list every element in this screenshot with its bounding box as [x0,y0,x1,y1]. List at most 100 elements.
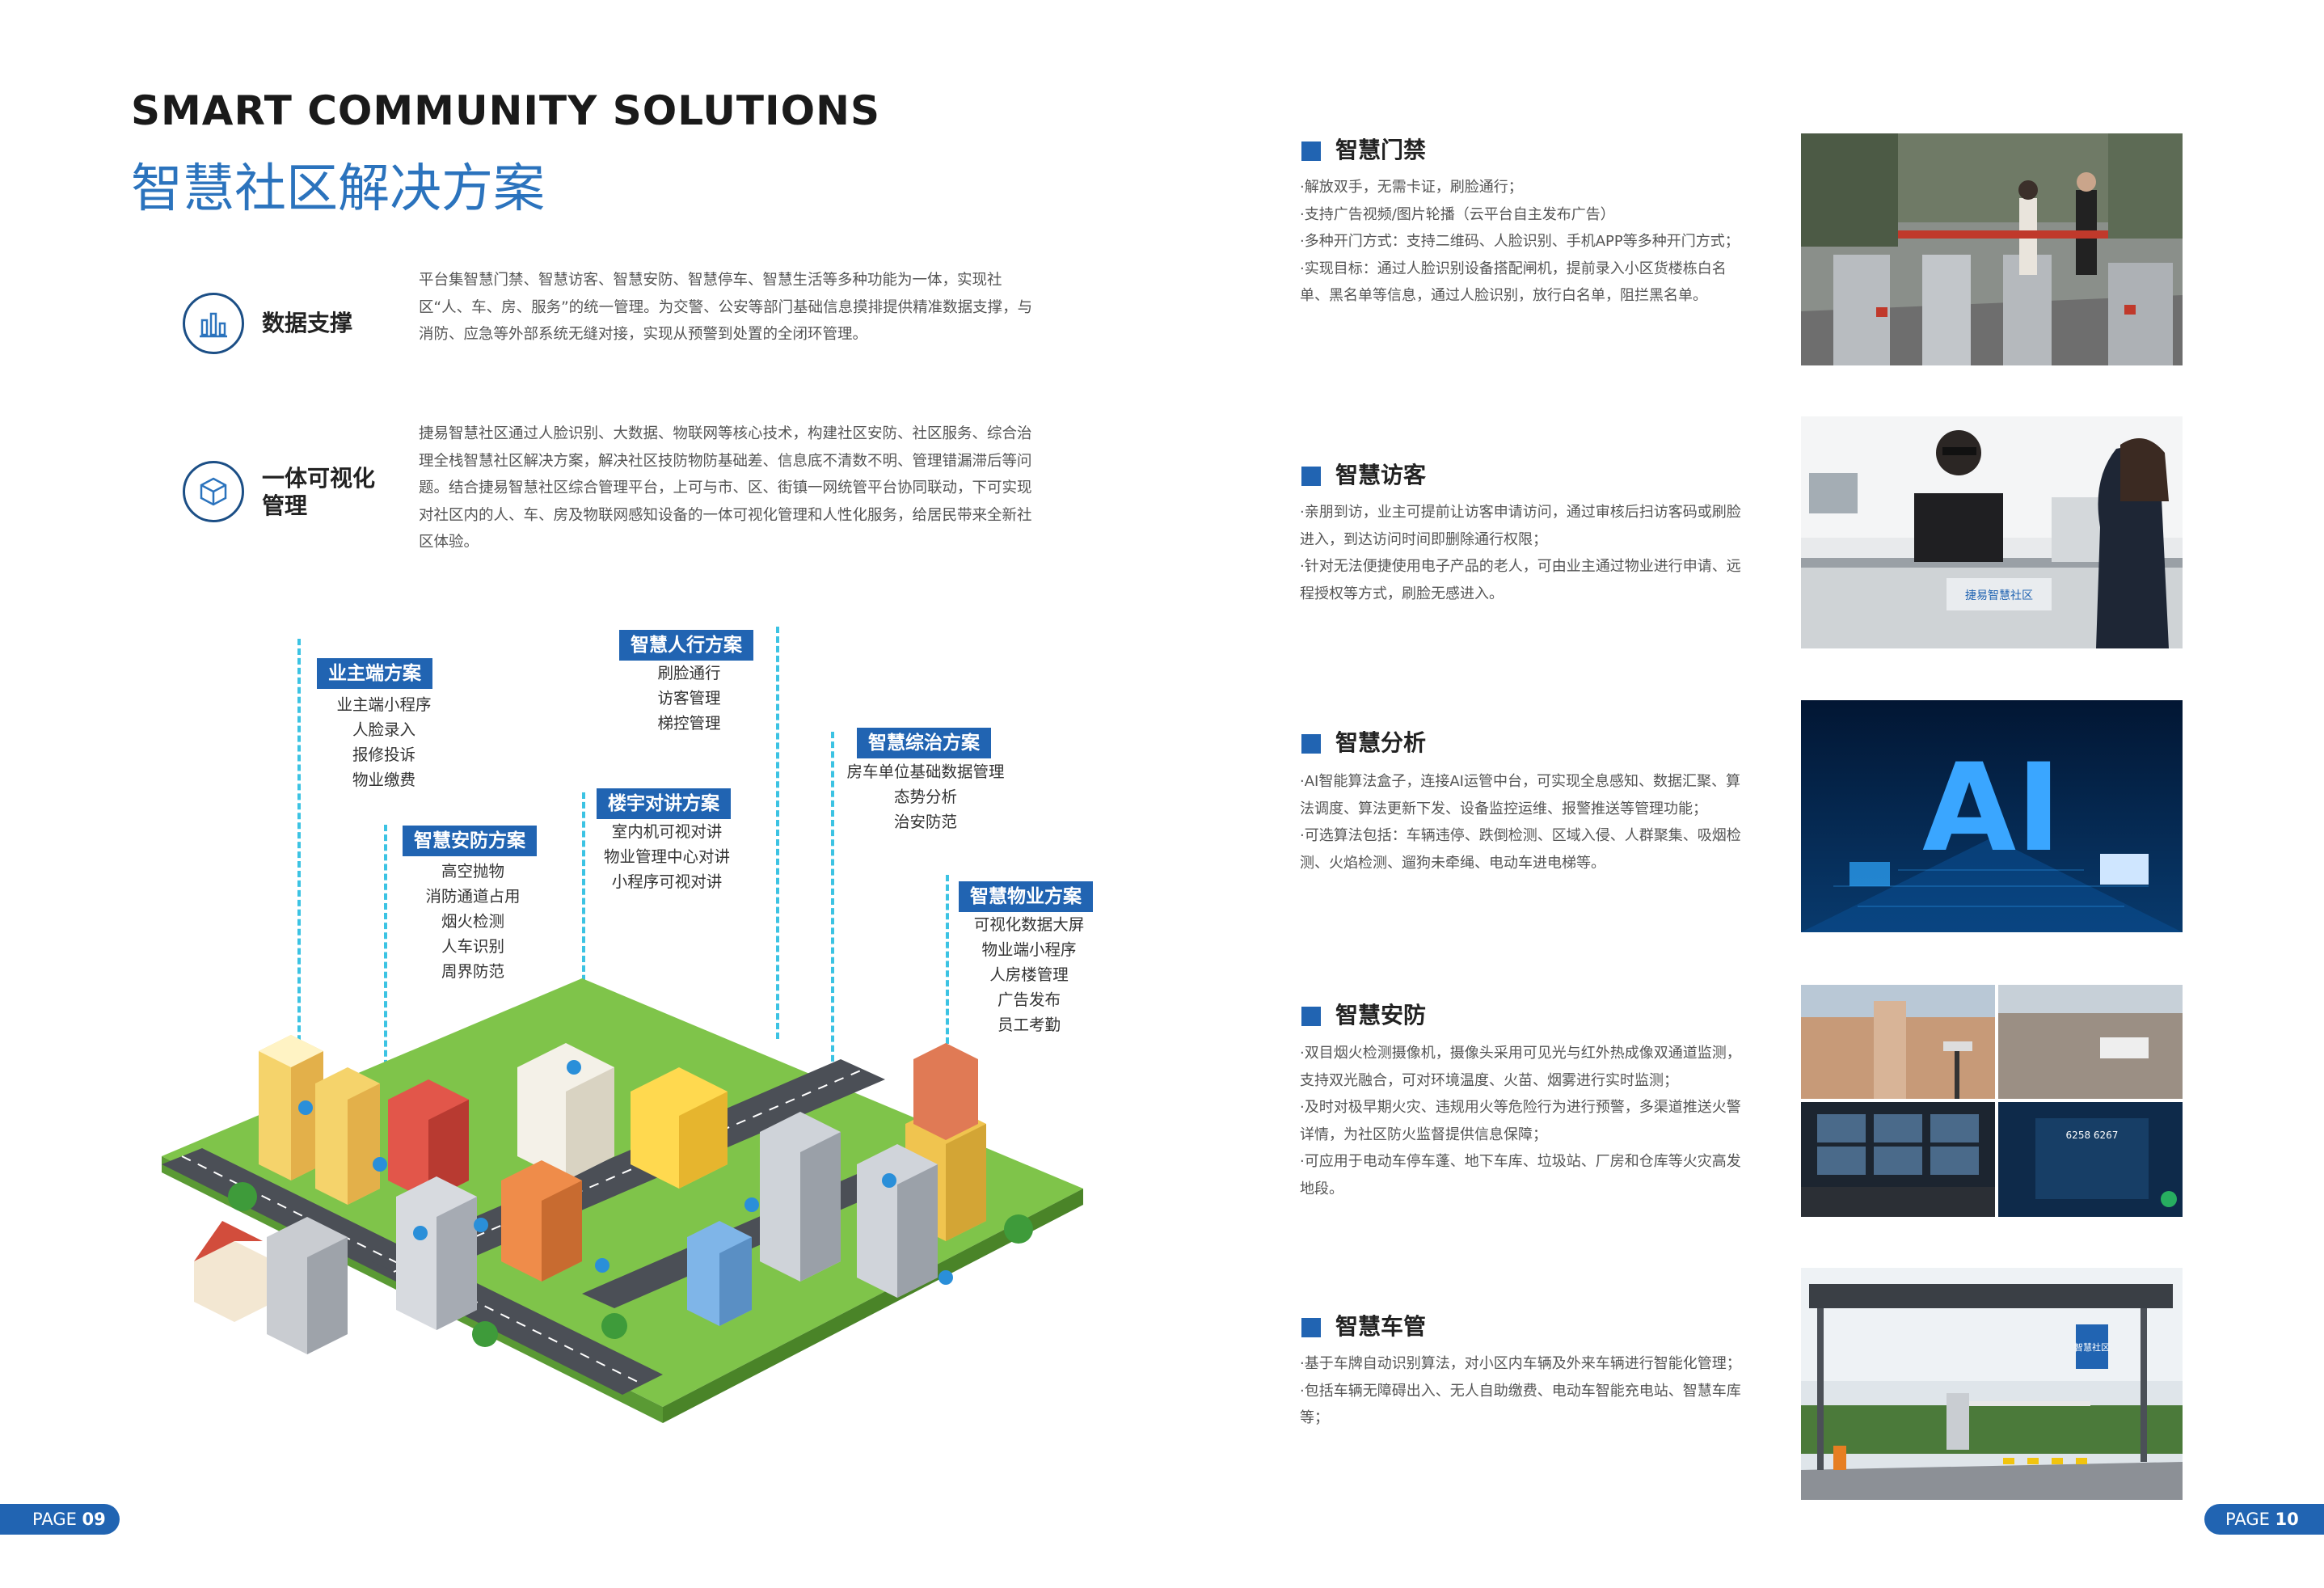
section-title-access: 智慧门禁 [1335,137,1427,163]
solution-title: 智慧综治方案 [857,728,991,758]
security-monitoring-photo: 6258 6267 [1801,985,2183,1217]
bar-chart-icon [183,293,244,354]
section-marker [1301,734,1321,754]
section-marker [1301,1007,1321,1026]
gate-sign-text: 智慧社区 [2074,1341,2110,1353]
section-line: ·针对无法便捷使用电子产品的老人，可由业主通过物业进行申请、远程授权等方式，刷脸… [1300,558,1741,602]
section-line: ·可应用于电动车停车蓬、地下车库、垃圾站、厂房和仓库等火灾高发地段。 [1300,1153,1741,1197]
section-text-access: ·解放双手，无需卡证，刷脸通行； ·支持广告视频/图片轮播（云平台自主发布广告）… [1300,174,1744,310]
section-line: ·支持广告视频/图片轮播（云平台自主发布广告） [1300,205,1615,223]
solution-owner: 业主端方案 [317,658,432,689]
solution-intercom: 楼宇对讲方案 [597,788,731,819]
solution-item: 小程序可视对讲 [611,872,723,891]
section-title-visitor: 智慧访客 [1335,462,1427,488]
smart-city-illustration [162,978,1083,1423]
solution-item: 治安防范 [893,813,957,831]
cube-icon [183,461,244,522]
visitor-desk-photo: 捷易智慧社区 [1801,416,2183,648]
solution-item: 刷脸通行 [657,664,721,682]
solution-title: 楼宇对讲方案 [597,788,731,819]
page-title-cn: 智慧社区解决方案 [131,159,545,219]
section-text-security: ·双目烟火检测摄像机，摄像头采用可见光与红外热成像双通道监测，支持双光融合，可对… [1300,1040,1744,1202]
feature-desc-data-support: 平台集智慧门禁、智慧访客、智慧安防、智慧停车、智慧生活等多种功能为一体，实现社区… [419,272,1033,343]
solution-security-items: 高空抛物 消防通道占用 烟火检测 人车识别 周界防范 [404,859,542,984]
solution-item: 高空抛物 [441,862,504,881]
solution-intercom-items: 室内机可视对讲 物业管理中心对讲 小程序可视对讲 [594,819,740,894]
solution-security: 智慧安防方案 [403,826,537,856]
feature-label-data-support: 数据支撑 [262,310,353,336]
alarm-screen-text: 6258 6267 [2066,1130,2119,1141]
section-line: ·亲朋到访，业主可提前让访客申请访问，通过审核后扫访客码或刷脸进入，到达访问时间… [1300,504,1741,548]
feature-label-visual-management: 一体可视化 管理 [262,465,375,520]
solution-item: 物业管理中心对讲 [603,847,730,866]
solution-property: 智慧物业方案 [959,881,1093,912]
ai-analysis-photo: AI [1801,700,2183,932]
dashed-connector [776,627,779,1039]
access-gate-photo [1801,133,2183,365]
solution-item: 可视化数据大屏 [973,915,1085,934]
solution-item: 梯控管理 [657,714,721,733]
solution-pedestrian-items: 刷脸通行 访客管理 梯控管理 [622,661,756,736]
page-number: 10 [2275,1510,2299,1529]
page-number: 09 [82,1510,106,1529]
section-line: ·实现目标：通过人脸识别设备搭配闸机，提前录入小区货楼栋白名单、黑名单等信息，通… [1300,260,1727,305]
ai-logo-text: AI [1922,738,2061,879]
solution-item: 物业端小程序 [981,940,1077,959]
feature-label-line-1: 一体可视化 [262,465,376,492]
solution-item: 物业缴费 [352,771,415,789]
section-title-security: 智慧安防 [1335,1002,1427,1028]
solution-item: 人脸录入 [352,720,415,739]
solution-governance: 智慧综治方案 [857,728,991,758]
solution-item: 人房楼管理 [989,965,1069,984]
vehicle-gate-photo: 智慧社区 [1801,1268,2183,1500]
solution-item: 访客管理 [657,689,721,707]
solution-item: 房车单位基础数据管理 [846,762,1005,781]
page-label: PAGE [32,1510,77,1529]
page-number-badge: PAGE 09 [0,1504,120,1535]
feature-desc-visual-management: 捷易智慧社区通过人脸识别、大数据、物联网等核心技术，构建社区安防、社区服务、综合… [419,425,1032,551]
page-title-en: SMART COMMUNITY SOLUTIONS [131,87,880,134]
dashed-connector [297,639,301,1100]
section-line: ·及时对极早期火灾、违规用火等危险行为进行预警，多渠道推送火警详情，为社区防火监… [1300,1099,1741,1143]
solution-item: 消防通道占用 [425,887,521,906]
section-text-vehicle: ·基于车牌自动识别算法，对小区内车辆及外来车辆进行智能化管理； ·包括车辆无障碍… [1300,1350,1744,1432]
section-line: ·可选算法包括：车辆违停、跌倒检测、区域入侵、人群聚集、吸烟检测、火焰检测、遛狗… [1300,827,1741,872]
section-marker [1301,467,1321,486]
section-text-visitor: ·亲朋到访，业主可提前让访客申请访问，通过审核后扫访客码或刷脸进入，到达访问时间… [1300,499,1744,607]
section-title-vehicle: 智慧车管 [1335,1313,1427,1340]
dashed-connector [384,825,387,1164]
section-line: ·基于车牌自动识别算法，对小区内车辆及外来车辆进行智能化管理； [1300,1355,1741,1372]
solution-item: 烟火检测 [441,912,504,931]
solution-title: 智慧人行方案 [619,630,753,661]
page-label: PAGE [2225,1510,2270,1529]
solution-item: 员工考勤 [997,1016,1061,1034]
solution-item: 业主端小程序 [336,695,432,714]
solution-governance-items: 房车单位基础数据管理 态势分析 治安防范 [841,759,1010,834]
section-marker [1301,141,1321,161]
section-text-analysis: ·AI智能算法盒子，连接AI运管中台，可实现全息感知、数据汇聚、算法调度、算法更… [1300,768,1744,876]
desk-sign-text: 捷易智慧社区 [1965,589,2033,602]
solution-title: 智慧物业方案 [959,881,1093,912]
solution-title: 业主端方案 [317,658,432,689]
section-marker [1301,1318,1321,1337]
section-title-analysis: 智慧分析 [1335,729,1427,756]
solution-title: 智慧安防方案 [403,826,537,856]
solution-item: 室内机可视对讲 [611,822,723,841]
solution-item: 周界防范 [441,962,504,981]
solution-item: 人车识别 [441,937,504,956]
dashed-connector [946,875,949,1101]
solution-owner-items: 业主端小程序 人脸录入 报修投诉 物业缴费 [315,692,453,792]
solution-item: 报修投诉 [352,745,415,764]
dashed-connector [831,732,834,1071]
section-line: ·AI智能算法盒子，连接AI运管中台，可实现全息感知、数据汇聚、算法调度、算法更… [1300,773,1740,817]
section-line: ·包括车辆无障碍出入、无人自助缴费、电动车智能充电站、智慧车库等； [1300,1382,1741,1427]
section-line: ·解放双手，无需卡证，刷脸通行； [1300,179,1523,196]
solution-item: 态势分析 [893,788,957,806]
dashed-connector [582,792,585,1116]
feature-label-line-2: 管理 [262,492,308,519]
section-line: ·多种开门方式：支持二维码、人脸识别、手机APP等多种开门方式； [1300,233,1740,250]
solution-item: 广告发布 [997,990,1061,1009]
solution-pedestrian: 智慧人行方案 [619,630,753,661]
solution-property-items: 可视化数据大屏 物业端小程序 人房楼管理 广告发布 员工考勤 [960,912,1098,1037]
page-number-badge: PAGE 10 [2204,1504,2324,1535]
